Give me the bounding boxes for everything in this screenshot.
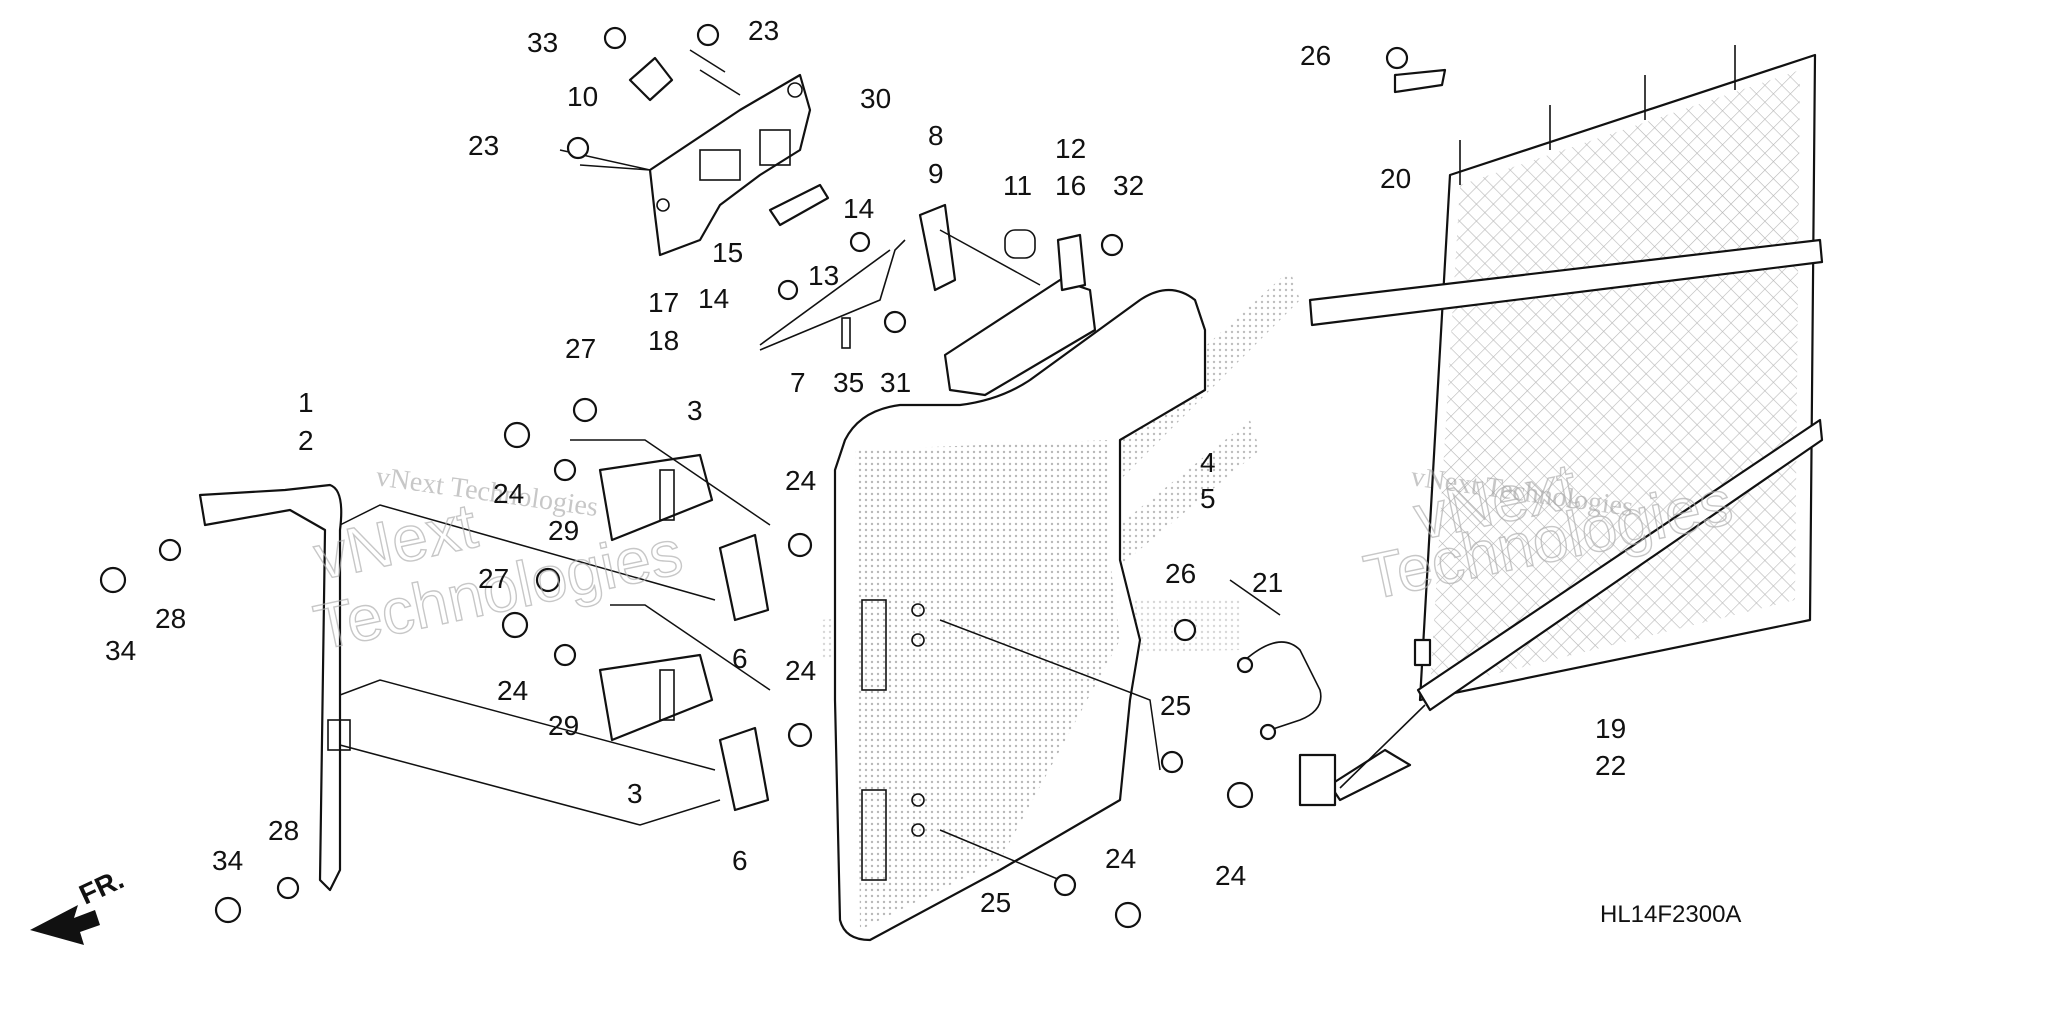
callout-16: 16 — [1055, 170, 1086, 201]
leader-lines — [339, 49, 1281, 881]
callout-24: 24 — [785, 465, 816, 496]
fasteners — [99, 23, 1409, 929]
callout-18: 18 — [648, 325, 679, 356]
callout-6: 6 — [732, 643, 748, 674]
callout-14: 14 — [698, 283, 729, 314]
callout-8: 8 — [928, 120, 944, 151]
callout-1: 1 — [298, 387, 314, 418]
callout-15: 15 — [712, 237, 743, 268]
callout-27: 27 — [565, 333, 596, 364]
callouts: 33 23 10 23 30 8 9 12 16 11 32 14 15 13 … — [105, 15, 1626, 918]
callout-3: 3 — [627, 778, 643, 809]
callout-33: 33 — [527, 27, 558, 58]
callout-23: 23 — [748, 15, 779, 46]
callout-7: 7 — [790, 367, 806, 398]
door-panel — [833, 288, 1207, 942]
callout-14: 14 — [843, 193, 874, 224]
callout-24: 24 — [1215, 860, 1246, 891]
callout-30: 30 — [860, 83, 891, 114]
check-strap — [1236, 641, 1322, 741]
callout-5: 5 — [1200, 483, 1216, 514]
callout-24: 24 — [497, 675, 528, 706]
callout-10: 10 — [567, 81, 598, 112]
callout-23: 23 — [468, 130, 499, 161]
callout-17: 17 — [648, 287, 679, 318]
callout-29: 29 — [548, 515, 579, 546]
callout-34: 34 — [212, 845, 243, 876]
callout-13: 13 — [808, 260, 839, 291]
lower-hinge — [598, 653, 770, 812]
callout-26: 26 — [1300, 40, 1331, 71]
callout-26: 26 — [1165, 558, 1196, 589]
latch-handle — [759, 183, 906, 351]
callout-11: 11 — [1003, 170, 1032, 201]
front-label: FR. — [74, 863, 128, 910]
callout-25: 25 — [980, 887, 1011, 918]
striker-bracket — [918, 203, 1097, 397]
callout-4: 4 — [1200, 447, 1216, 478]
callout-25: 25 — [1160, 690, 1191, 721]
diagram-code: HL14F2300A — [1600, 901, 1741, 928]
callout-27: 27 — [478, 563, 509, 594]
callout-3: 3 — [687, 395, 703, 426]
callout-21: 21 — [1252, 567, 1283, 598]
callout-24: 24 — [785, 655, 816, 686]
callout-20: 20 — [1380, 163, 1411, 194]
callout-28: 28 — [268, 815, 299, 846]
callout-28: 28 — [155, 603, 186, 634]
callout-12: 12 — [1055, 133, 1086, 164]
callout-24: 24 — [1105, 843, 1136, 874]
callout-35: 35 — [833, 367, 864, 398]
callout-31: 31 — [880, 367, 911, 398]
callout-6: 6 — [732, 845, 748, 876]
callout-19: 19 — [1595, 713, 1626, 744]
front-direction-arrow — [30, 905, 100, 945]
upper-hinge — [598, 453, 770, 622]
callout-22: 22 — [1595, 750, 1626, 781]
callout-29: 29 — [548, 710, 579, 741]
door-frame-bar — [198, 483, 351, 892]
latch-cover — [628, 56, 812, 257]
callout-24: 24 — [493, 478, 524, 509]
callout-34: 34 — [105, 635, 136, 666]
callout-32: 32 — [1113, 170, 1144, 201]
callout-9: 9 — [928, 158, 944, 189]
callout-2: 2 — [298, 425, 314, 456]
cargo-net — [1298, 45, 1824, 807]
